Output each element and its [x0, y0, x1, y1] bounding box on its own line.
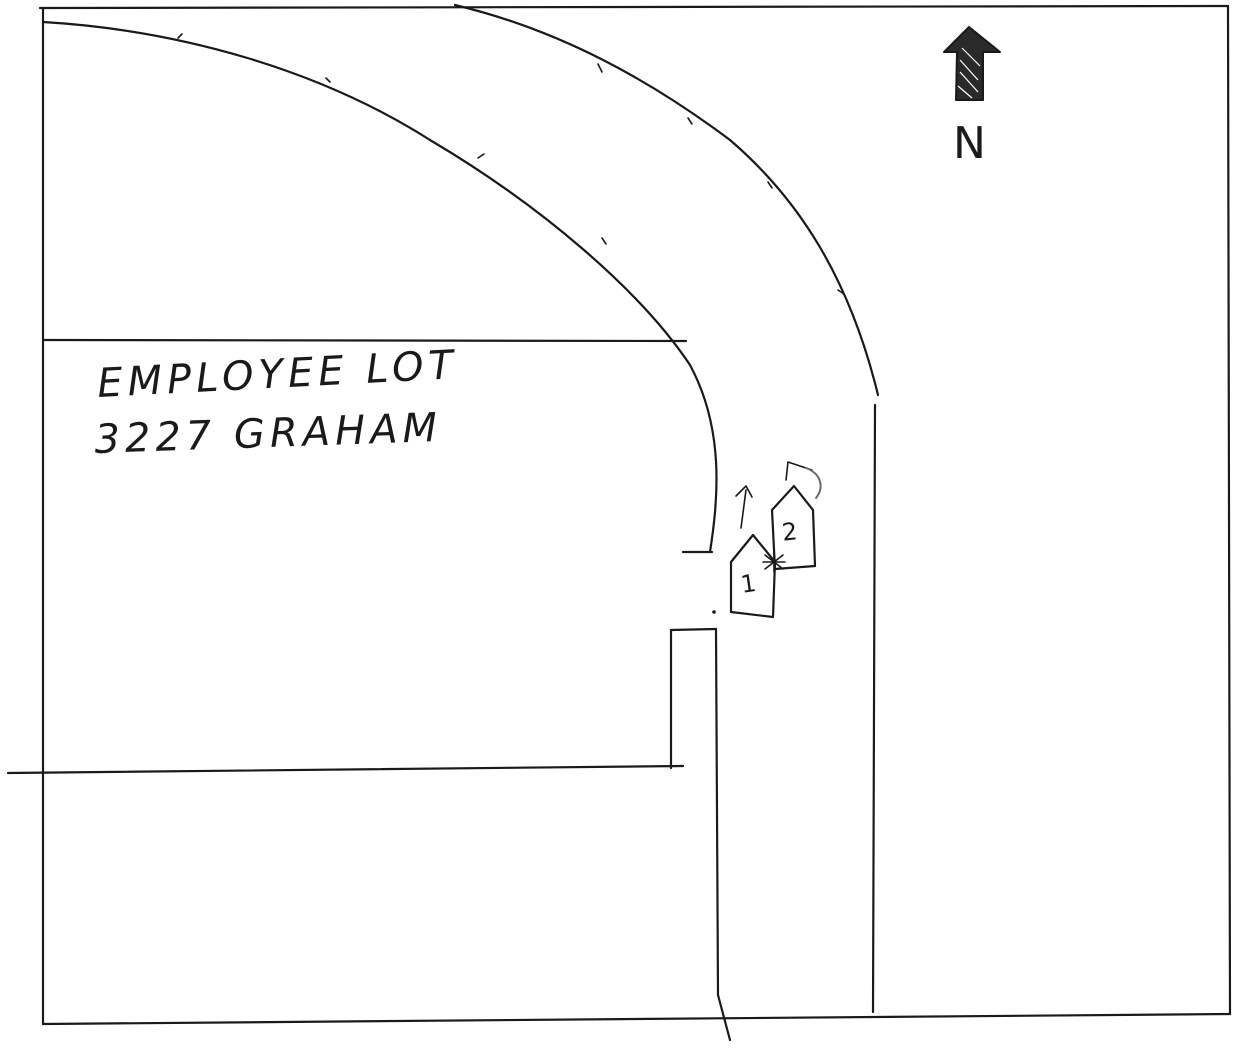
lot-label: EMPLOYEE LOT 3227 GRAHAM — [94, 342, 459, 463]
north-label: N — [953, 118, 986, 169]
vehicle-1-outline — [729, 533, 777, 619]
inner-tick-4 — [601, 237, 607, 245]
frame-top-edge — [38, 4, 1230, 10]
road-outer-curve — [453, 3, 880, 397]
lot-address-text: 3227 GRAHAM — [94, 405, 443, 463]
vehicle-1: 1 — [729, 485, 777, 619]
outer-tick-4 — [837, 289, 845, 295]
lower-structure — [6, 610, 732, 1042]
road-inner-curve — [41, 20, 718, 554]
vehicle-2: 2 — [770, 461, 822, 571]
vehicle-1-label: 1 — [739, 569, 758, 599]
north-arrow-hatching — [957, 47, 981, 99]
north-arrow-icon — [943, 26, 1001, 101]
vehicle-1-direction-head — [735, 485, 753, 498]
lower-horizontal-line — [6, 764, 685, 775]
vehicle-2-turn-marker — [785, 461, 813, 481]
north-arrow: N — [943, 26, 1001, 169]
vehicle-2-outline — [770, 484, 817, 571]
frame-right-edge — [1226, 4, 1232, 1016]
lot-name-text: EMPLOYEE LOT — [96, 342, 459, 407]
inner-tick-3 — [477, 153, 485, 159]
vehicle-1-direction-shaft — [740, 489, 747, 529]
frame-bottom-edge — [41, 1012, 1232, 1026]
lower-box-top-edge — [669, 627, 718, 632]
lot-north-boundary — [41, 338, 688, 343]
road-outer-edge — [453, 3, 880, 1014]
inner-tick-2 — [325, 77, 331, 83]
road-outer-straight — [871, 403, 877, 1014]
inner-tick-1 — [177, 33, 183, 39]
road-west-edge-south — [714, 627, 732, 1042]
outer-tick-3 — [767, 181, 773, 189]
page-frame — [38, 4, 1232, 1026]
road-inner-edge — [41, 20, 718, 554]
ink-dot — [712, 610, 716, 614]
vehicle-2-label: 2 — [781, 517, 799, 546]
vehicle-2-turn-arc — [805, 467, 822, 499]
outer-tick-2 — [687, 117, 693, 125]
outer-tick-1 — [597, 63, 603, 73]
